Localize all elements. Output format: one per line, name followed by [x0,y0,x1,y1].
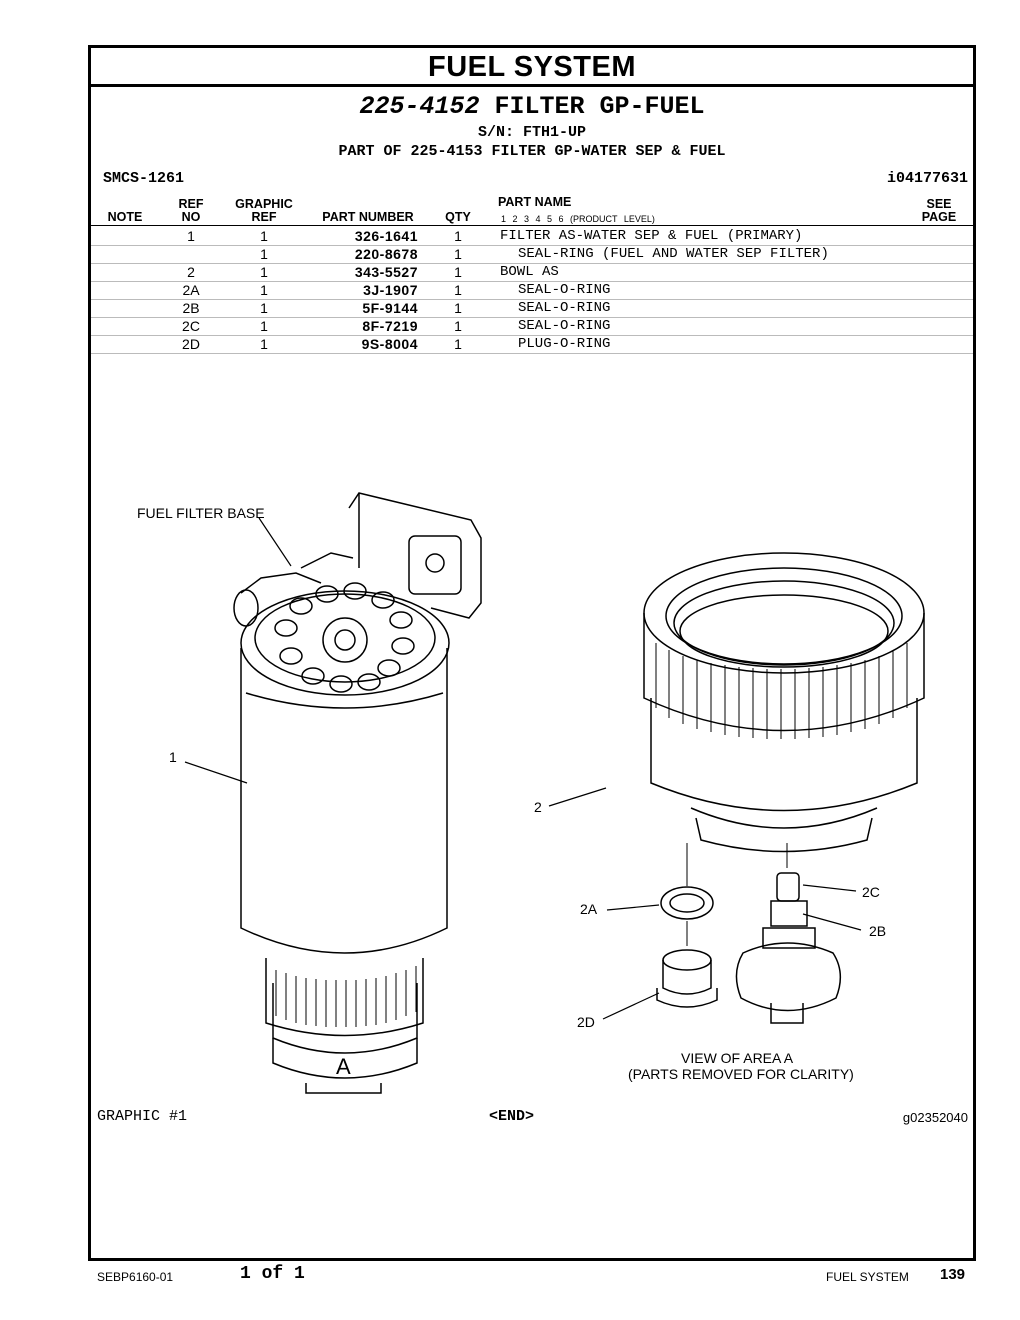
graphic-ref: 1 [260,264,268,280]
group-name: FILTER GP-FUEL [494,92,705,121]
graphic-ref: 1 [260,318,268,334]
qty: 1 [454,264,462,280]
bowl-drawing [643,552,925,853]
seal-ring-drawing [660,843,714,946]
part-number: 8F-7219 [362,318,418,334]
ref-no: 1 [187,228,195,244]
part-number: 5F-9144 [362,300,418,316]
table-row: 2B 1 5F-9144 1 SEAL-O-RING [91,299,973,318]
leader-lines [184,517,862,1020]
callout-2d: 2D [577,1014,595,1030]
smcs-code: SMCS-1261 [103,170,185,187]
callout-1: 1 [169,749,177,765]
part-number: 326-1641 [354,228,418,244]
page-frame: FUEL SYSTEM 225-4152 FILTER GP-FUEL S/N:… [88,45,976,1261]
group-title: 225-4152 FILTER GP-FUEL [91,92,973,121]
graphic-label: GRAPHIC #1 [97,1108,188,1125]
footer-doc-number: SEBP6160-01 [97,1270,174,1284]
part-name: SEAL-O-RING [518,300,611,316]
qty: 1 [454,336,462,352]
header-graphic-ref-line2: REF [251,210,277,224]
drain-valve-drawing [735,843,842,1024]
callout-2b: 2B [869,923,886,939]
filter-top-drawing [240,582,450,696]
header-part-name: PART NAME [498,195,572,209]
header-graphic-ref-line1: GRAPHIC [235,197,293,211]
graphic-ref: 1 [260,228,268,244]
part-name: SEAL-O-RING [518,282,611,298]
header-part-number: PART NUMBER [322,210,414,224]
filter-body-drawing [240,648,448,1094]
part-number: 3J-1907 [363,282,418,298]
ref-no: 2 [187,264,195,280]
ref-no: 2A [182,282,200,298]
footer-page-number: 139 [940,1266,966,1283]
bowl-ribs-drawing [655,643,908,739]
qty: 1 [454,300,462,316]
callout-2c: 2C [862,884,880,900]
table-row: 2 1 343-5527 1 BOWL AS [91,263,973,282]
ref-no: 2D [182,336,200,352]
footer-page-of: 1 of 1 [240,1264,305,1284]
header-graphic-ref: GRAPHIC REF [229,198,299,224]
part-name: PLUG-O-RING [518,336,611,352]
exploded-view-illustration: FUEL FILTER BASE 1 2 2A 2C 2B 2D A VIEW … [137,492,925,1094]
graphic-id: g02352040 [902,1110,968,1125]
footer-section: FUEL SYSTEM [826,1270,909,1284]
header-qty: QTY [445,210,471,224]
header-divider [91,225,973,226]
table-row: 2C 1 8F-7219 1 SEAL-O-RING [91,317,973,336]
header-product-levels: 1 2 3 4 5 6 (PRODUCT LEVEL) [501,214,655,224]
illustration-id: i04177631 [886,170,968,187]
graphic-ref: 1 [260,300,268,316]
graphic-ref: 1 [260,336,268,352]
serial-number: S/N: FTH1-UP [477,124,587,141]
plug-drawing [656,949,718,1008]
part-name: BOWL AS [500,264,559,280]
callout-2a: 2A [580,901,598,917]
header-see-page-line1: SEE [926,197,952,211]
end-marker: <END> [489,1108,535,1125]
view-caption-line2: (PARTS REMOVED FOR CLARITY) [628,1066,854,1082]
view-caption-line1: VIEW OF AREA A [681,1050,794,1066]
header-see-page: SEE PAGE [913,198,965,224]
graphic-ref: 1 [260,246,268,262]
area-label: A [336,1054,351,1079]
header-note: NOTE [107,210,143,224]
group-number: 225-4152 [359,92,480,121]
part-number: 343-5527 [354,264,418,280]
graphic-ref: 1 [260,282,268,298]
ref-no: 2C [182,318,200,334]
section-title: FUEL SYSTEM [91,48,973,87]
part-name: SEAL-RING (FUEL AND WATER SEP FILTER) [518,246,829,262]
part-name: FILTER AS-WATER SEP & FUEL (PRIMARY) [500,228,803,244]
header-ref-no-line2: NO [181,210,201,224]
table-row: 2A 1 3J-1907 1 SEAL-O-RING [91,281,973,300]
part-number: 9S-8004 [361,336,418,352]
qty: 1 [454,282,462,298]
qty: 1 [454,228,462,244]
header-see-page-line2: PAGE [921,210,957,224]
table-row: 1 220-8678 1 SEAL-RING (FUEL AND WATER S… [91,245,973,264]
qty: 1 [454,246,462,262]
callout-fuel-filter-base: FUEL FILTER BASE [137,505,265,521]
part-number: 220-8678 [354,246,418,262]
callout-2: 2 [534,799,542,815]
qty: 1 [454,318,462,334]
header-ref-no: REF NO [171,198,211,224]
table-row: 1 1 326-1641 1 FILTER AS-WATER SEP & FUE… [91,227,973,246]
ref-no: 2B [182,300,200,316]
filter-ribs-drawing [275,966,417,1027]
table-row: 2D 1 9S-8004 1 PLUG-O-RING [91,335,973,354]
part-of: PART OF 225-4153 FILTER GP-WATER SEP & F… [338,143,726,160]
header-ref-no-line1: REF [178,197,204,211]
part-name: SEAL-O-RING [518,318,611,334]
